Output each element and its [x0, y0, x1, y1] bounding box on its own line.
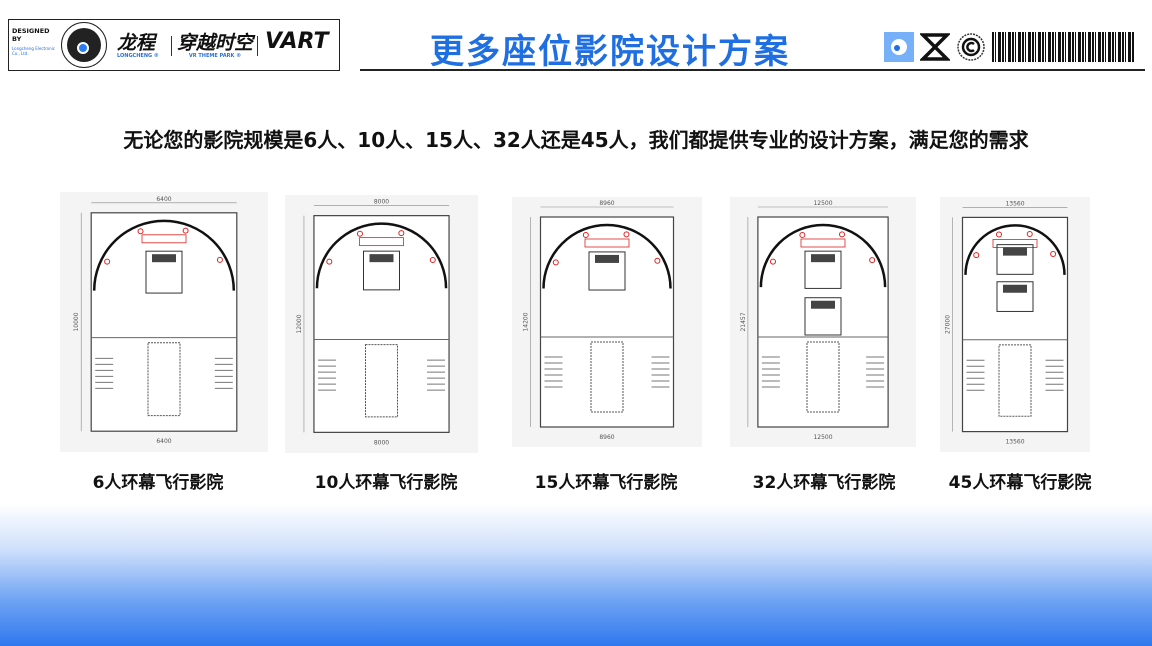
- brand1-sub: LONGCHENG ®: [117, 53, 159, 59]
- width-dimension: 8000: [374, 199, 389, 206]
- width-dimension: 8960: [599, 434, 614, 441]
- company-name: Longcheng Electronic Co., Ltd.: [12, 46, 55, 56]
- header-icons: [884, 30, 1134, 64]
- height-dimension: 10000: [73, 312, 80, 331]
- barcode-icon: [992, 32, 1134, 62]
- page-title: 更多座位影院设计方案: [430, 32, 790, 72]
- height-dimension: 12000: [296, 314, 303, 333]
- mascot-logo-icon: [61, 22, 107, 68]
- plan-label: 15人环幕飞行影院: [534, 473, 678, 493]
- brand1: 龙程: [117, 32, 156, 54]
- floor-plan-15: 8960 8960 14200: [512, 197, 702, 447]
- plan-label: 6人环幕飞行影院: [92, 473, 224, 493]
- subtitle: 无论您的影院规模是6人、10人、15人、32人还是45人，我们都提供专业的设计方…: [123, 128, 1029, 152]
- copyright-icon: [957, 33, 985, 61]
- designed-by: DESIGNED BY Longcheng Electronic Co., Ltd…: [12, 27, 58, 56]
- plan-label: 32人环幕飞行影院: [752, 473, 896, 493]
- height-dimension: 27000: [945, 315, 952, 334]
- floor-plan-6: 6400 6400 10000: [60, 192, 268, 452]
- divider: [171, 36, 172, 56]
- width-dimension: 13560: [1005, 439, 1024, 446]
- brand2: 穿越时空: [177, 32, 254, 54]
- width-dimension: 8000: [374, 439, 389, 446]
- brand2-sub: VR THEME PARK ®: [188, 53, 242, 59]
- brand-logo-bar: DESIGNED BY Longcheng Electronic Co., Ltd…: [8, 19, 340, 71]
- xx-mark-icon: [920, 33, 950, 61]
- designed-by-text: DESIGNED BY: [12, 27, 50, 43]
- height-dimension: 21457: [740, 312, 747, 331]
- plan-label: 10人环幕飞行影院: [314, 473, 458, 493]
- height-dimension: 14200: [523, 312, 530, 331]
- width-dimension: 6400: [156, 438, 171, 445]
- divider: [257, 36, 258, 56]
- width-dimension: 12500: [813, 200, 832, 207]
- width-dimension: 8960: [599, 200, 614, 207]
- plan-label: 45人环幕飞行影院: [948, 473, 1092, 493]
- floor-plan-45: 13560 13560 27000: [940, 197, 1090, 452]
- brand-vart: VART: [265, 29, 329, 54]
- mascot-icon: [884, 32, 914, 62]
- width-dimension: 6400: [156, 196, 171, 203]
- width-dimension: 12500: [813, 434, 832, 441]
- floor-plan-32: 12500 12500 21457: [730, 197, 916, 447]
- width-dimension: 13560: [1005, 200, 1024, 207]
- header-divider: [360, 69, 1145, 71]
- floor-plan-10: 8000 8000 12000: [285, 195, 478, 453]
